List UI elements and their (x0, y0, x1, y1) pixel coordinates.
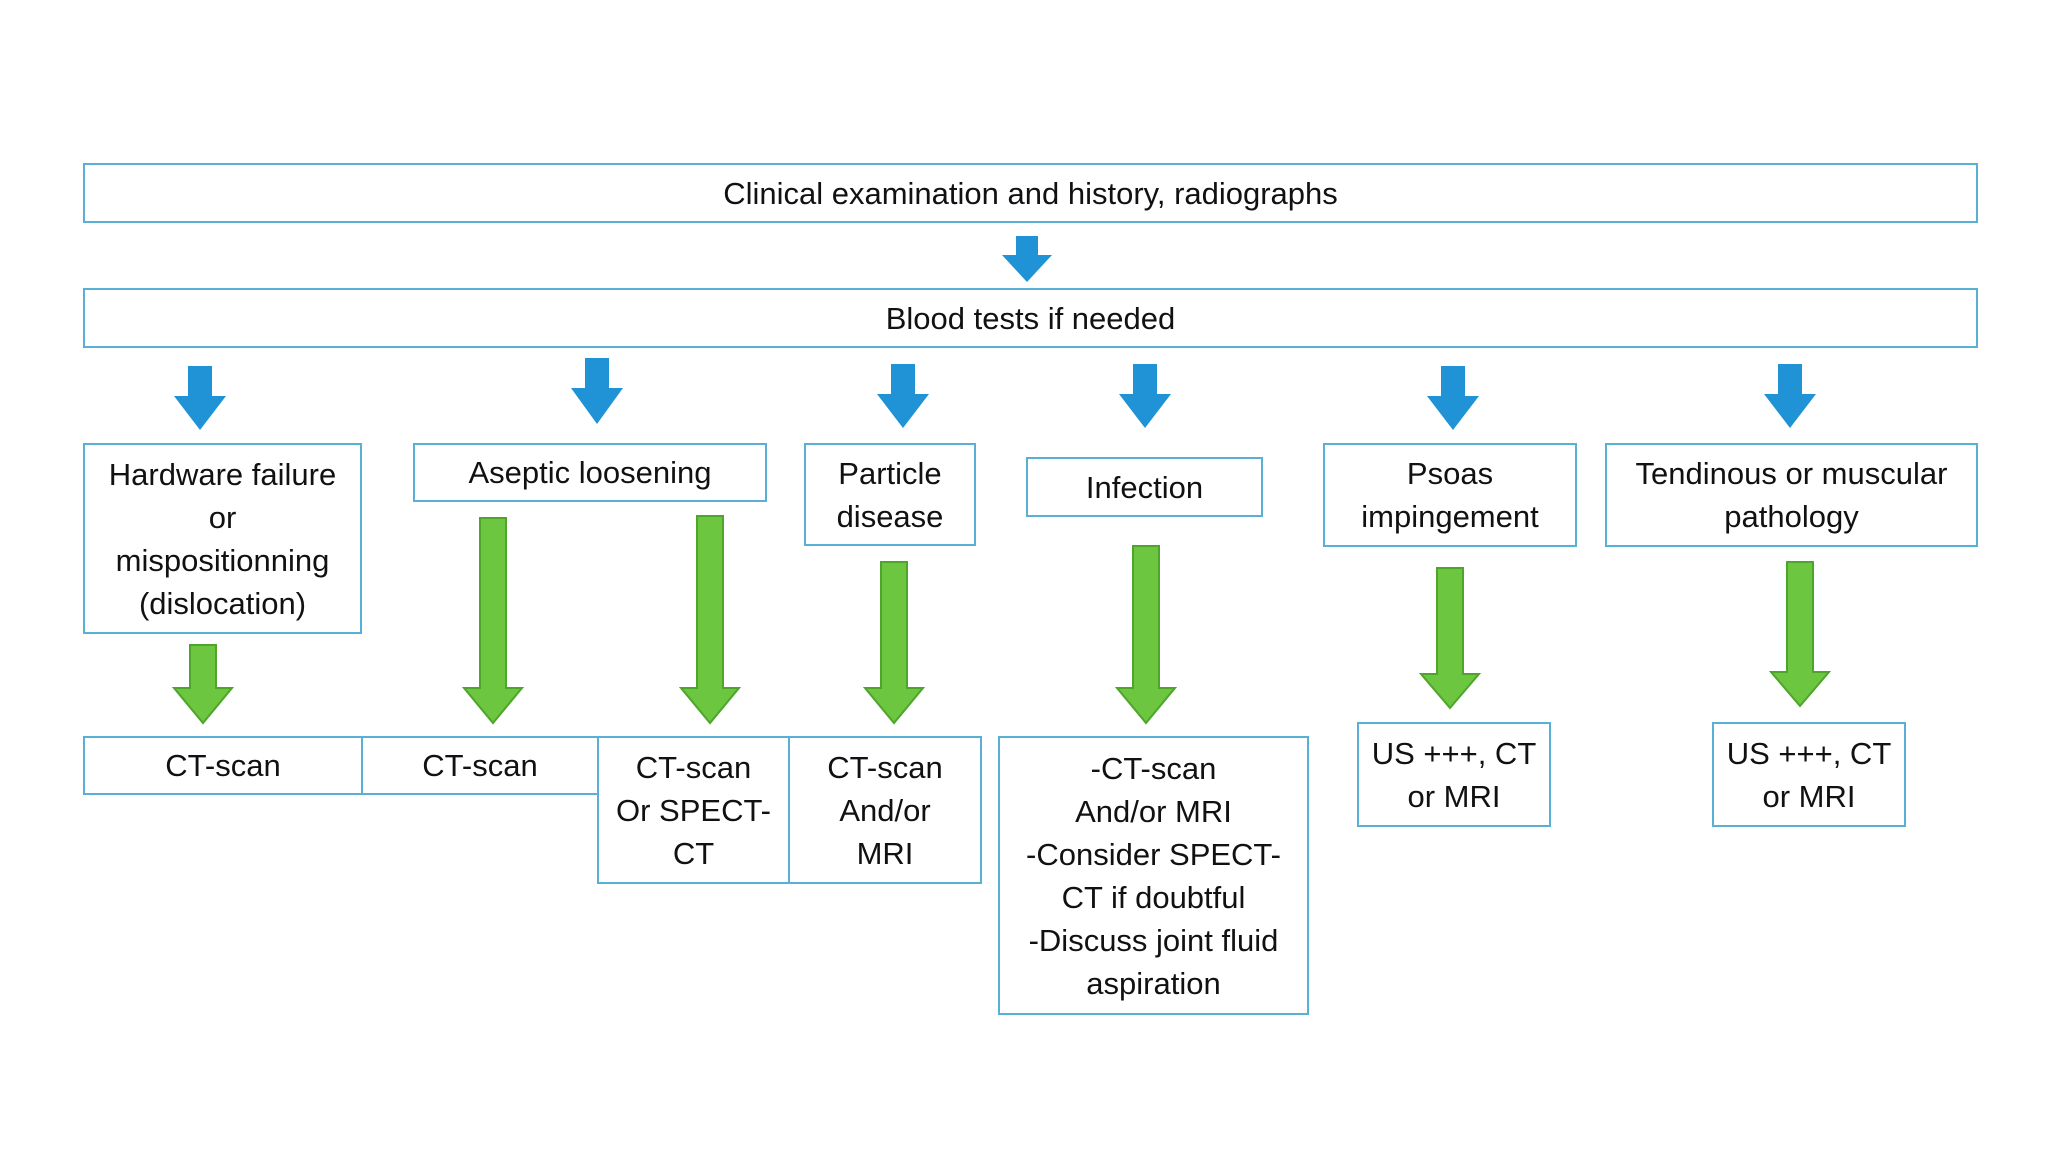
particle-disease-box: Particle disease (804, 443, 976, 546)
arrow-blood-to-particle (877, 364, 929, 428)
blood-tests-box: Blood tests if needed (83, 288, 1978, 348)
arrow-tendinous-to-us (1768, 561, 1832, 708)
infection-box: Infection (1026, 457, 1263, 517)
arrow-aseptic-to-spect (678, 515, 742, 725)
psoas-impingement-box: Psoas impingement (1323, 443, 1577, 547)
arrow-top-to-blood (1002, 236, 1052, 282)
result-hardware-ct: CT-scan (83, 736, 363, 795)
result-infection: -CT-scan And/or MRI -Consider SPECT- CT … (998, 736, 1309, 1015)
arrow-particle-to-ct (862, 561, 926, 725)
result-psoas-us: US +++, CT or MRI (1357, 722, 1551, 827)
arrow-hardware-to-ct (171, 644, 235, 725)
arrow-blood-to-infection (1119, 364, 1171, 428)
tendinous-muscular-box: Tendinous or muscular pathology (1605, 443, 1978, 547)
arrow-blood-to-psoas (1427, 366, 1479, 430)
arrow-blood-to-aseptic (571, 358, 623, 424)
result-aseptic-spect: CT-scan Or SPECT- CT (597, 736, 790, 884)
result-tendinous-us: US +++, CT or MRI (1712, 722, 1906, 827)
hardware-failure-box: Hardware failure or mispositionning (dis… (83, 443, 362, 634)
result-particle-ct-mri: CT-scan And/or MRI (788, 736, 982, 884)
clinical-exam-box: Clinical examination and history, radiog… (83, 163, 1978, 223)
arrow-aseptic-to-ct (461, 517, 525, 725)
result-aseptic-ct: CT-scan (361, 736, 599, 795)
arrow-blood-to-hardware (174, 366, 226, 430)
arrow-psoas-to-us (1418, 567, 1482, 710)
aseptic-loosening-box: Aseptic loosening (413, 443, 767, 502)
arrow-blood-to-tendinous (1764, 364, 1816, 428)
arrow-infection-to-ct (1114, 545, 1178, 725)
